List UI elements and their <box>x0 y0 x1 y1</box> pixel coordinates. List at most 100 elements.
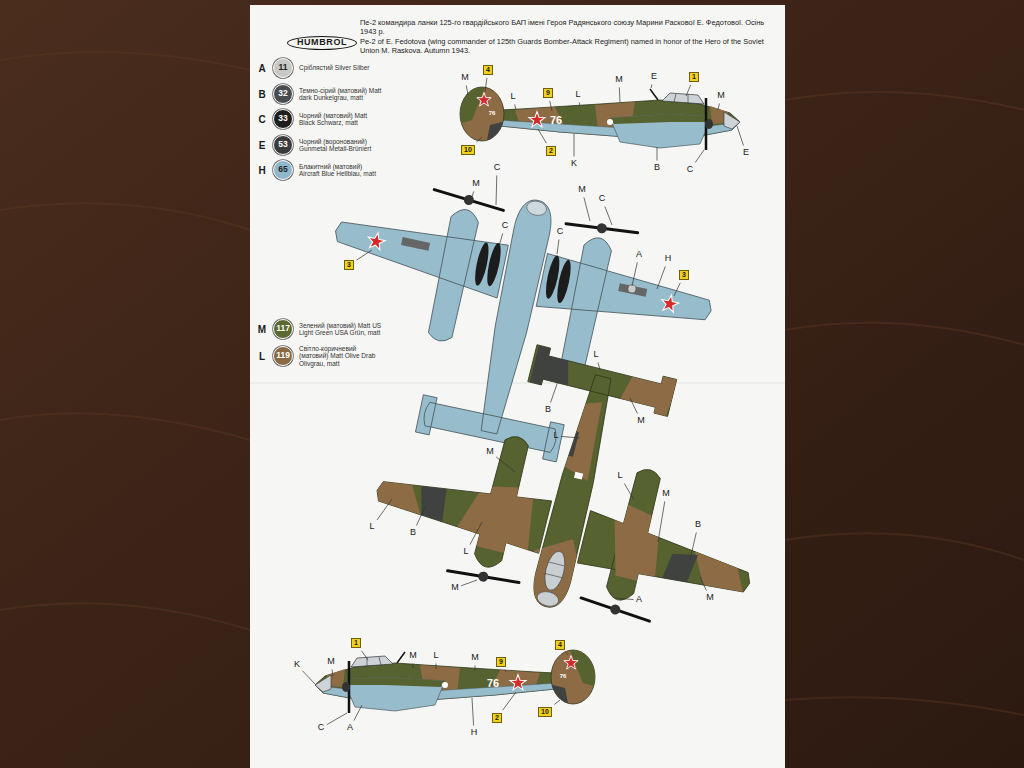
callout-box: 4 <box>483 65 493 76</box>
leader-line <box>657 266 665 289</box>
callout-box: 3 <box>344 260 354 271</box>
leader-line <box>615 598 633 600</box>
brand-logo: HUMBROL <box>287 36 357 50</box>
callout-letter: A <box>636 595 642 605</box>
leader-line <box>686 85 691 96</box>
callout-number: 10 <box>464 146 472 154</box>
callout-letter: M <box>451 583 459 593</box>
leader-line <box>651 84 653 88</box>
callout-number: 1 <box>692 73 696 81</box>
callout-number: 9 <box>546 89 550 97</box>
callout-box: 10 <box>538 707 552 718</box>
leader-line <box>598 362 600 370</box>
leader-line <box>332 669 334 676</box>
instruction-sheet <box>250 5 785 768</box>
callout-letter: L <box>433 651 438 661</box>
callout-letter: M <box>409 651 417 661</box>
leader-line <box>690 532 696 560</box>
leader-line <box>485 78 487 92</box>
callout-number: 9 <box>499 658 503 666</box>
callout-number: 3 <box>347 261 351 269</box>
callout-letter: L <box>510 92 515 102</box>
leader-line <box>566 653 568 655</box>
leader-line <box>472 191 474 197</box>
leader-line <box>737 126 744 146</box>
upper-view <box>350 314 793 661</box>
fold-line <box>250 383 785 384</box>
color-letter: L <box>259 351 265 362</box>
leader-line <box>354 705 362 721</box>
paint-number: 32 <box>278 89 287 98</box>
callout-number: 10 <box>541 708 549 716</box>
callout-box: 1 <box>689 72 699 83</box>
callout-letter: M <box>327 657 335 667</box>
leader-line <box>416 507 425 526</box>
callout-letter: K <box>294 660 300 670</box>
callout-letter: C <box>318 723 325 733</box>
leader-line <box>632 262 637 286</box>
leader-line <box>718 103 719 110</box>
leader-line <box>574 134 575 157</box>
callout-box: 1 <box>351 638 361 649</box>
paint-number: 33 <box>278 114 287 123</box>
legend-text: Зелений (матовий) Matt US Light Green US… <box>299 322 383 337</box>
sheet-title: Pe-2 of E. Fedotova (wing commander of 1… <box>360 38 778 56</box>
leader-line <box>503 692 516 710</box>
paint-number: 117 <box>276 324 290 333</box>
callout-letter: B <box>545 405 551 415</box>
leader-line <box>413 663 414 668</box>
leader-line <box>538 129 546 143</box>
leader-line <box>496 175 498 205</box>
callout-letter: M <box>706 593 714 603</box>
callout-letter: M <box>637 416 645 426</box>
leader-line <box>550 101 552 111</box>
callout-letter: M <box>662 489 670 499</box>
callout-letter: L <box>553 431 558 441</box>
decal-number: 76 <box>560 673 567 680</box>
callout-letter: L <box>575 90 580 100</box>
callout-number: 4 <box>486 66 490 74</box>
leader-line <box>496 457 515 472</box>
callout-letter: M <box>578 185 586 195</box>
legend-text: Чорний (воронований) Gunmetal Metall-Brü… <box>299 138 383 153</box>
callout-letter: A <box>636 250 642 260</box>
sheet-title: Пе-2 командира ланки 125-го гвардійськог… <box>360 19 778 37</box>
callout-number: 2 <box>495 714 499 722</box>
callout-letter: B <box>695 520 701 530</box>
callout-letter: K <box>571 159 577 169</box>
paint-number: 119 <box>276 351 290 360</box>
callout-letter: L <box>593 350 598 360</box>
callout-letter: C <box>599 194 606 204</box>
leader-line <box>554 700 560 704</box>
callout-letter: E <box>651 72 657 82</box>
leader-line <box>303 671 315 684</box>
leader-line <box>327 713 347 725</box>
decal-number: 76 <box>487 677 499 689</box>
legend-text: Чорний (матовий) Matt Black Schwarz, mat… <box>299 112 383 127</box>
legend-text: Сріблястий Silver Silber <box>299 64 383 71</box>
leader-line <box>436 663 437 669</box>
legend-text: Світло-коричневий (матовий) Matt Olive D… <box>299 345 383 367</box>
callout-box: 2 <box>546 146 556 157</box>
leader-line <box>579 102 581 106</box>
leader-line <box>472 698 474 726</box>
callout-letter: M <box>615 75 623 85</box>
callout-letter: C <box>687 165 694 175</box>
leader-line <box>377 499 392 520</box>
leader-line <box>657 147 658 161</box>
callout-letter: C <box>494 163 501 173</box>
callout-letter: B <box>654 163 660 173</box>
leader-line <box>605 206 612 225</box>
paint-number: 53 <box>278 140 287 149</box>
callout-box: 9 <box>543 88 553 99</box>
leader-line <box>475 665 476 671</box>
leader-line <box>470 522 482 545</box>
callout-box: 4 <box>555 640 565 651</box>
brand-name: HUMBROL <box>297 38 347 48</box>
callout-letter: H <box>665 254 672 264</box>
callout-box: 9 <box>496 657 506 668</box>
leader-line <box>695 150 704 163</box>
side-view-left <box>455 80 740 150</box>
